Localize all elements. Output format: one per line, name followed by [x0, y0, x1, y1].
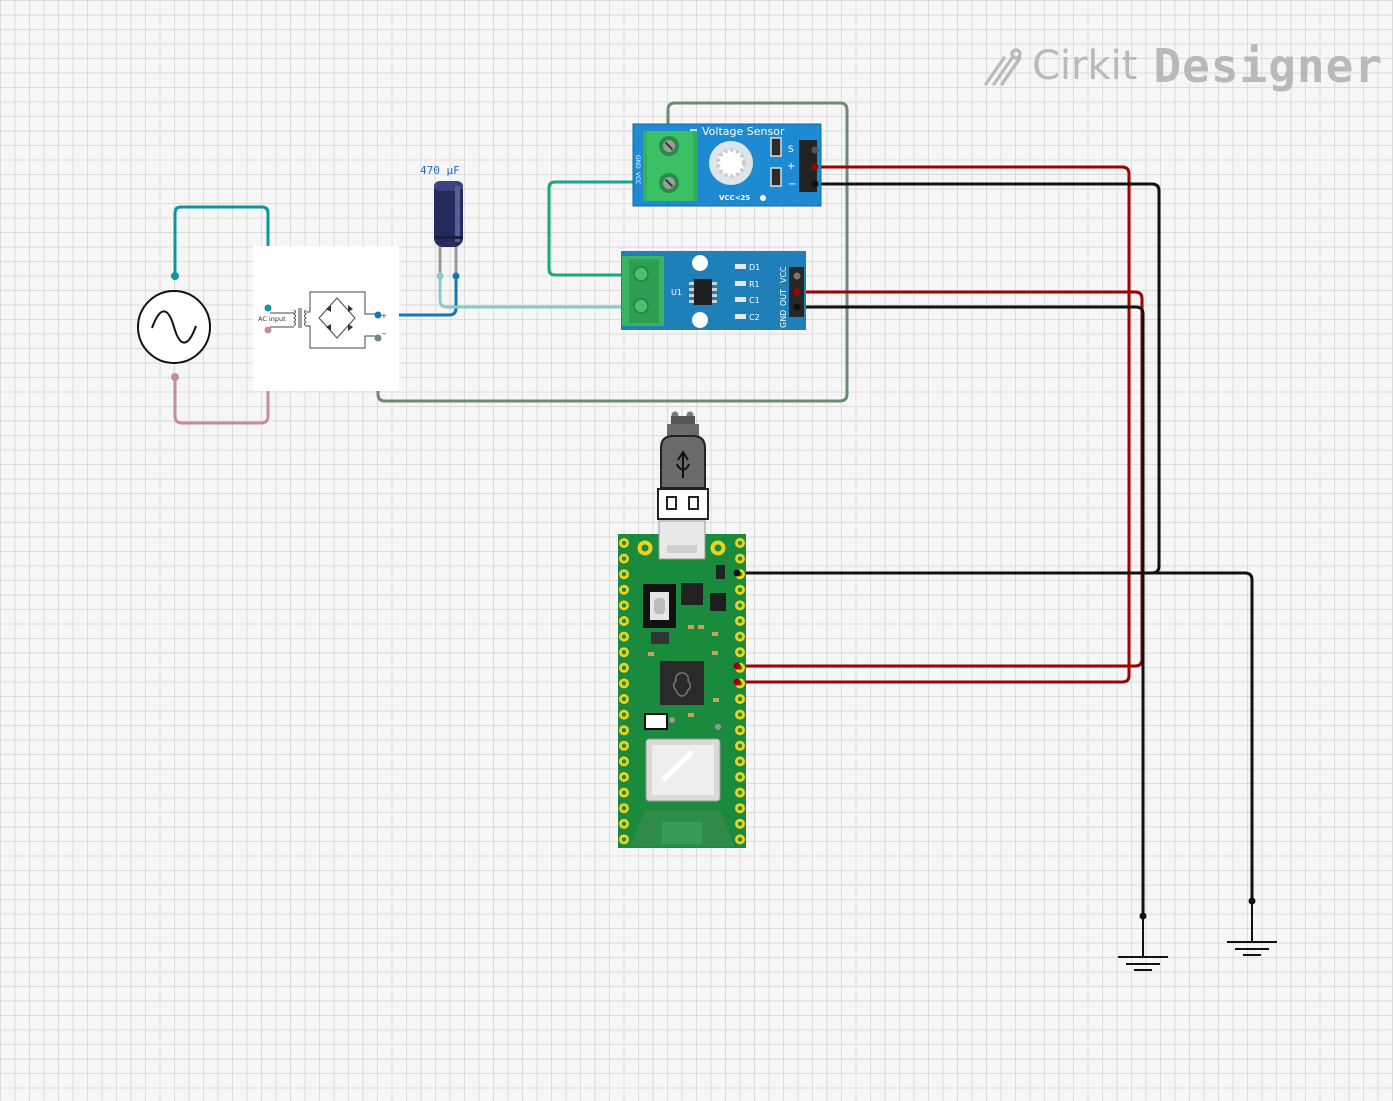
vsensor-footer-label: VCC<25: [719, 194, 750, 202]
pico-pin-hole: [621, 806, 627, 811]
pico-pin-hole: [737, 837, 743, 842]
brand-name: Cirkit: [1032, 43, 1138, 89]
current-sensor-ic-label: U1: [671, 288, 682, 297]
wire-rect-minus-vsensor[interactable]: [376, 101, 849, 403]
pico-pin-hole: [737, 774, 743, 780]
pico-pin-hole: [621, 665, 627, 670]
pico-pin-hole: [621, 650, 627, 655]
diode-bridge: [326, 305, 353, 331]
pico-pin-hole: [621, 556, 627, 561]
wire-vsensor-vcc[interactable]: [737, 165, 1131, 684]
brand-product: Designer: [1153, 39, 1384, 93]
cs-pin-gnd: GND: [779, 310, 788, 328]
vsensor-terminal-vcc: VCC: [634, 172, 641, 184]
capacitor-value-label: 470 µF: [420, 164, 460, 177]
wire-ac-bottom[interactable]: [173, 330, 270, 425]
cs-pin-out: OUT: [779, 289, 788, 306]
transformer-symbol: [270, 291, 375, 349]
pico-pin-hole: [621, 837, 627, 842]
ground-symbol-2[interactable]: [1227, 897, 1277, 956]
pico-pin-hole: [737, 556, 743, 561]
pico-pin-hole: [621, 572, 627, 577]
pico-pin-hole: [737, 603, 743, 608]
wire-vsensor-current[interactable]: [547, 180, 664, 277]
pico-pin-hole: [737, 806, 743, 811]
raspberry-pi-pico-w[interactable]: [618, 520, 746, 848]
cs-part-r1: R1: [749, 280, 760, 289]
wire-ac-top[interactable]: [173, 205, 270, 308]
wire-vsensor-gnd[interactable]: [737, 182, 1161, 575]
pico-pin-hole: [737, 821, 743, 826]
pico-pin-hole: [737, 587, 743, 592]
wires: [173, 101, 1254, 915]
pico-pin-hole: [621, 759, 627, 764]
cirkit-logo-icon: [984, 48, 1022, 86]
pico-pin-hole: [737, 728, 743, 733]
cs-part-c2: C2: [749, 313, 760, 322]
pico-pin-hole: [737, 743, 743, 748]
pico-pin-hole: [737, 650, 743, 655]
pico-pin-hole: [621, 696, 627, 702]
voltage-sensor-module[interactable]: Voltage Sensor GND VCC S + − VCC<25: [632, 123, 822, 207]
pico-pin-hole: [621, 587, 627, 592]
wire-cap-current[interactable]: [438, 276, 641, 309]
pico-pin-hole: [737, 712, 743, 717]
pico-pin-hole: [737, 618, 743, 624]
cs-part-d1: D1: [749, 263, 760, 272]
vsensor-terminal-gnd: GND: [634, 155, 641, 169]
pico-pin-hole: [621, 618, 627, 624]
capacitor-470uf[interactable]: 470 µF: [420, 164, 463, 280]
cs-part-c1: C1: [749, 296, 760, 305]
pico-pin-hole: [621, 821, 627, 826]
wire-csensor-vcc[interactable]: [737, 290, 1144, 668]
pico-pin-hole: [621, 681, 627, 686]
ac-source[interactable]: [137, 272, 211, 381]
usb-symbol-icon: [676, 450, 690, 478]
pico-pin-pads: [619, 538, 745, 845]
bridge-rectifier[interactable]: AC input + −: [253, 246, 399, 391]
pico-pin-hole: [621, 603, 627, 608]
vsensor-pin-minus: −: [788, 179, 796, 190]
raspberry-logo-icon: [673, 672, 691, 697]
pico-pin-hole: [737, 696, 743, 702]
vsensor-pin-s: S: [788, 145, 794, 155]
rectifier-plus-label: +: [381, 312, 387, 320]
pico-pin-hole: [737, 759, 743, 764]
wire-csensor-gnd[interactable]: [797, 305, 1145, 915]
pico-pin-hole: [621, 774, 627, 780]
ground-symbol-1[interactable]: [1118, 912, 1168, 971]
wire-pico-gnd[interactable]: [737, 571, 1254, 900]
usb-cable[interactable]: [657, 411, 709, 520]
pico-pin-hole: [621, 634, 627, 639]
pico-pin-hole: [621, 712, 627, 717]
pico-pin-hole: [621, 728, 627, 733]
pico-pin-hole: [737, 790, 743, 795]
current-sensor-module[interactable]: U1 D1 R1 C1 C2 GND OUT VCC: [621, 251, 806, 330]
rectifier-input-label: AC input: [258, 315, 286, 323]
rectifier-minus-label: −: [381, 330, 387, 338]
vsensor-pin-plus: +: [787, 161, 795, 172]
cs-pin-vcc: VCC: [779, 266, 788, 283]
pico-pin-hole: [737, 540, 743, 546]
cirkit-designer-logo: Cirkit Designer: [982, 36, 1383, 96]
pico-pin-hole: [621, 790, 627, 795]
pico-pin-hole: [621, 743, 627, 748]
pico-pin-hole: [621, 540, 627, 546]
voltage-sensor-title: Voltage Sensor: [702, 125, 785, 138]
pico-pin-hole: [737, 634, 743, 639]
